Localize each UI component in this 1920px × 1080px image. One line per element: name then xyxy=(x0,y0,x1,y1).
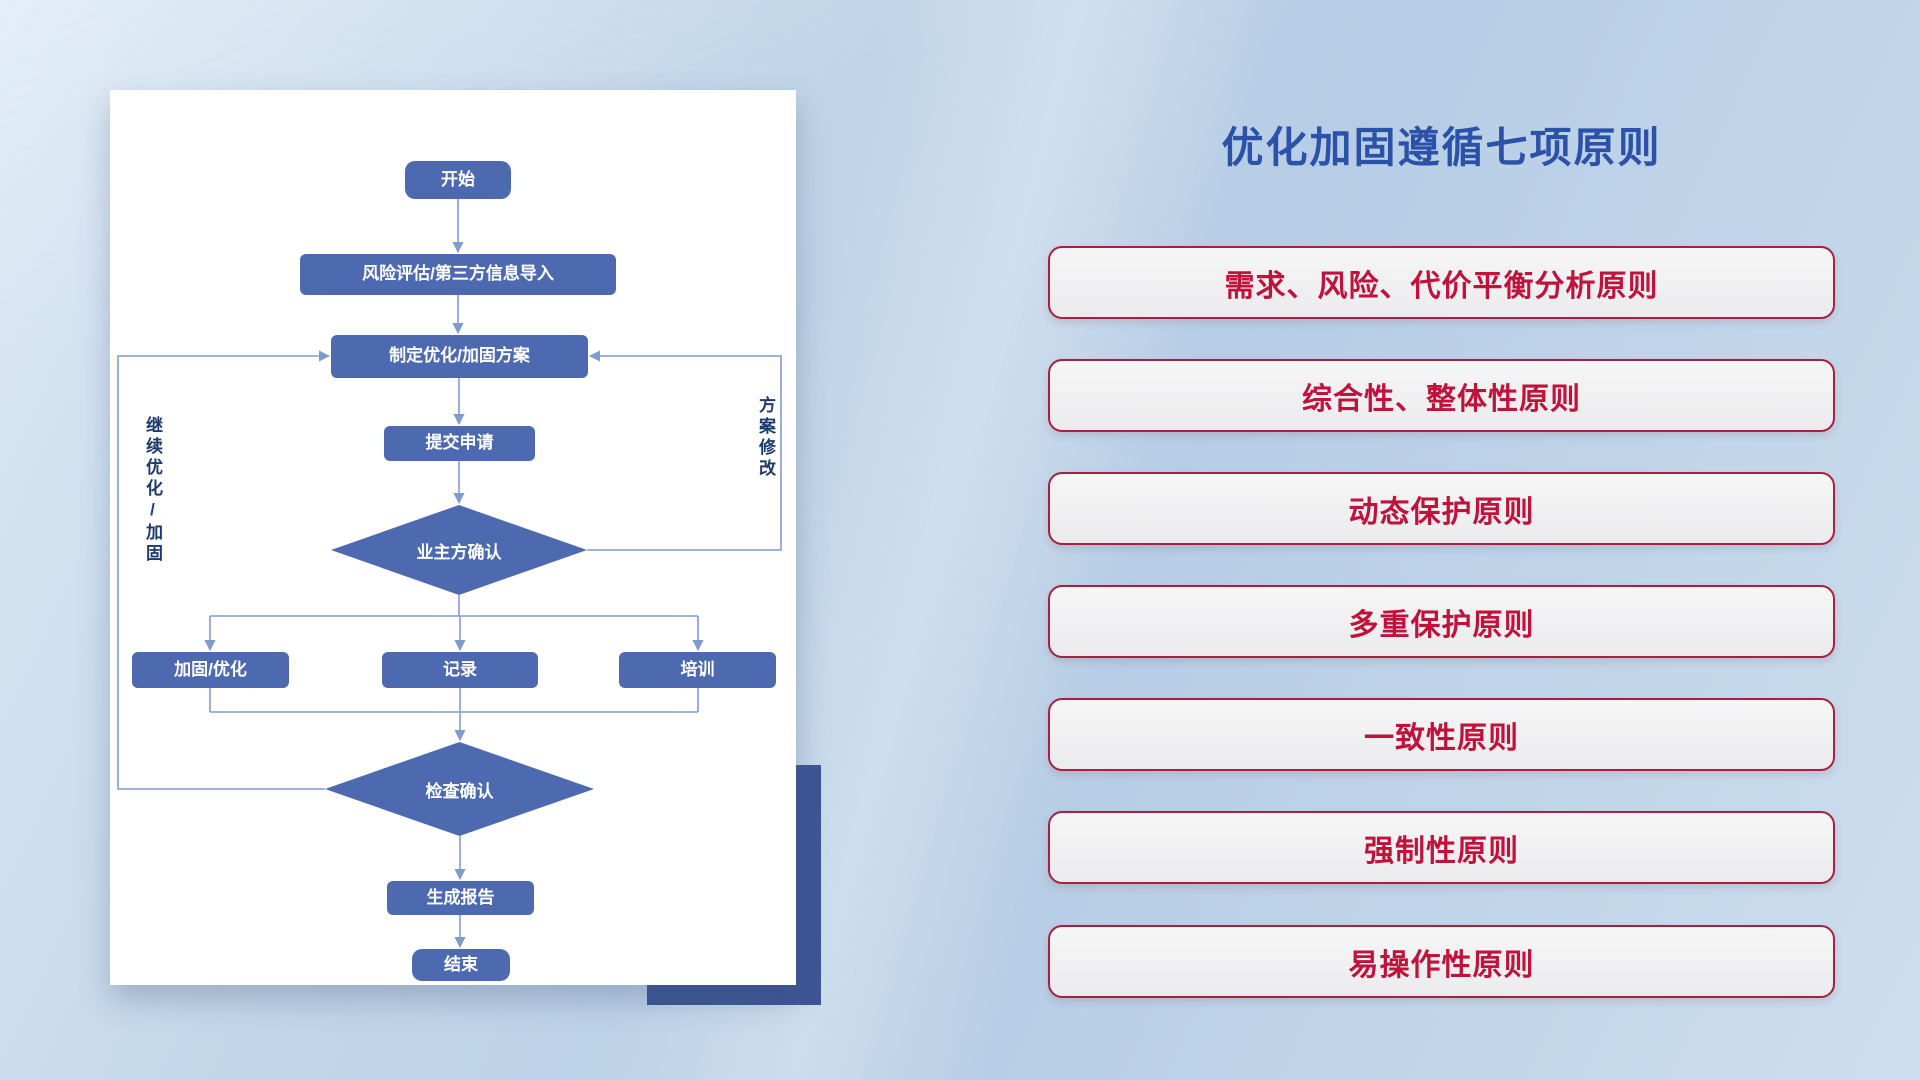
principle-pill: 强制性原则 xyxy=(1048,811,1835,884)
flow-node-reinforce-optimize: 加固/优化 xyxy=(132,652,289,688)
flow-node-record: 记录 xyxy=(382,652,538,688)
flow-node-make-plan: 制定优化/加固方案 xyxy=(331,335,588,378)
loop-label-plan-revision: 方案修改 xyxy=(756,396,775,480)
principle-pill: 一致性原则 xyxy=(1048,698,1835,771)
flow-decision-owner-confirm: 业主方确认 xyxy=(331,505,587,595)
principle-pill: 多重保护原则 xyxy=(1048,585,1835,658)
loop-label-continue-optimize: 继续优化/加固 xyxy=(143,416,162,565)
flow-node-submit-request: 提交申请 xyxy=(384,426,535,461)
principle-pill: 易操作性原则 xyxy=(1048,925,1835,998)
principle-pill: 综合性、整体性原则 xyxy=(1048,359,1835,432)
flow-decision-check-confirm: 检查确认 xyxy=(325,742,594,836)
flow-node-end: 结束 xyxy=(412,949,510,981)
page-title: 优化加固遵循七项原则 xyxy=(1221,124,1662,171)
principle-pill: 需求、风险、代价平衡分析原则 xyxy=(1048,246,1835,319)
flow-node-training: 培训 xyxy=(619,652,776,688)
flowchart-card: 开始 风险评估/第三方信息导入 制定优化/加固方案 提交申请 业主方确认 加固/… xyxy=(110,90,796,985)
flow-node-start: 开始 xyxy=(405,161,511,199)
flow-node-risk-import: 风险评估/第三方信息导入 xyxy=(300,254,616,295)
flow-node-generate-report: 生成报告 xyxy=(387,881,534,915)
principle-pill: 动态保护原则 xyxy=(1048,472,1835,545)
